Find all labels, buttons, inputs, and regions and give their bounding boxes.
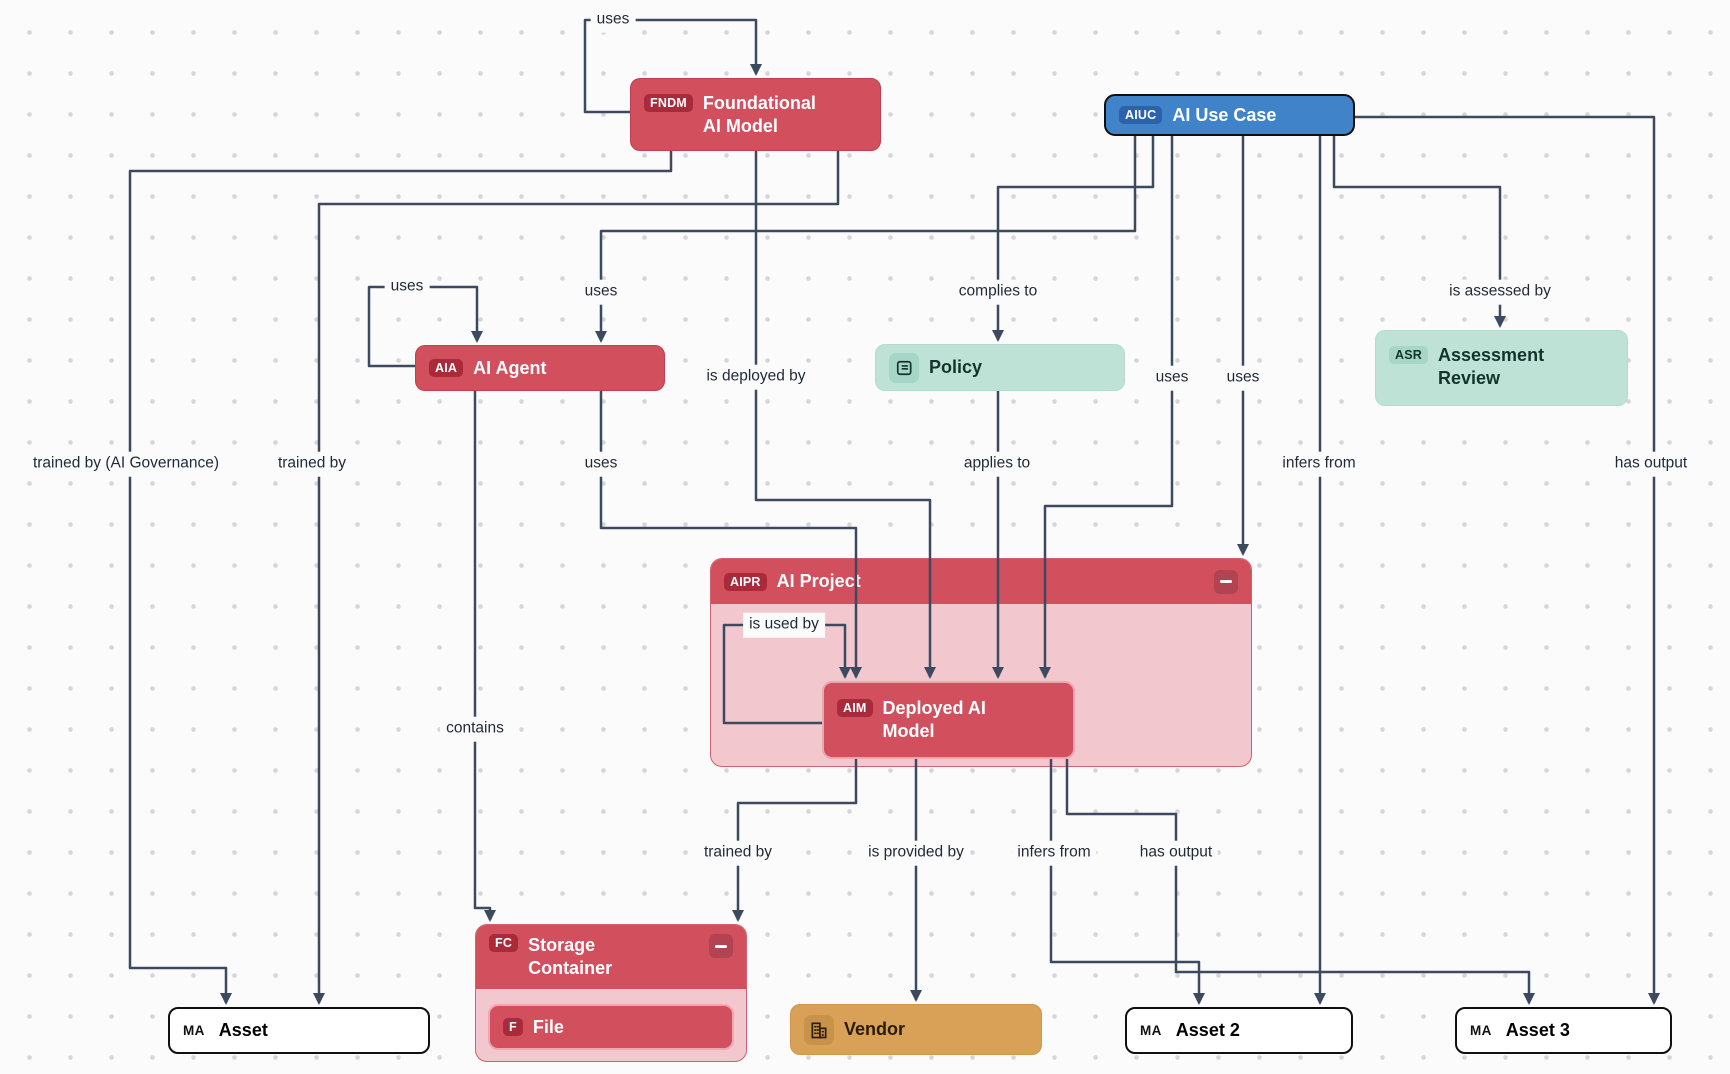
- edge-label-trained-by-governance: trained by (AI Governance): [26, 451, 226, 477]
- node-storage-container-header[interactable]: FC Storage Container: [476, 925, 746, 989]
- node-foundational-ai-model-badge: FNDM: [644, 94, 693, 112]
- edge-fndm-trained-by-gov[interactable]: [128, 151, 673, 1005]
- node-policy[interactable]: Policy: [875, 344, 1125, 391]
- edge-aiuc-uses-ai-agent[interactable]: [595, 136, 1137, 343]
- edge-label-applies-to: applies to: [957, 451, 1037, 477]
- node-asset-badge: MA: [183, 1023, 205, 1038]
- edge-label-trained-by-fndm: trained by: [271, 451, 353, 477]
- node-deployed-ai-model[interactable]: AIM Deployed AI Model: [822, 681, 1075, 759]
- node-ai-use-case[interactable]: AIUC AI Use Case: [1104, 94, 1355, 136]
- node-foundational-ai-model[interactable]: FNDM Foundational AI Model: [630, 78, 881, 151]
- edge-label-ai-agent-uses-self: uses: [384, 274, 430, 300]
- edge-label-ai-agent-uses-deployed: uses: [578, 451, 624, 477]
- node-file-title: File: [532, 1016, 564, 1037]
- node-assessment-review-badge: ASR: [1389, 346, 1428, 364]
- edge-label-aiuc-uses-ai-project: uses: [1220, 365, 1266, 391]
- edge-aiuc-is-assessed-by[interactable]: [1332, 136, 1506, 328]
- building-icon: [804, 1014, 834, 1045]
- edge-fndm-is-deployed-by[interactable]: [754, 151, 936, 679]
- collapse-icon[interactable]: [709, 934, 733, 958]
- edge-ai-agent-uses-self[interactable]: [367, 285, 483, 368]
- node-ai-use-case-badge: AIUC: [1119, 106, 1163, 124]
- edge-label-is-assessed-by: is assessed by: [1443, 279, 1557, 305]
- node-storage-container-badge: FC: [489, 934, 519, 952]
- node-vendor[interactable]: Vendor: [790, 1004, 1042, 1055]
- node-deployed-ai-model-badge: AIM: [837, 699, 873, 717]
- node-ai-project-badge: AIPR: [724, 572, 767, 591]
- node-storage-container-title: Storage Container: [528, 935, 613, 978]
- collapse-icon[interactable]: [1214, 569, 1238, 594]
- node-file-badge: F: [503, 1018, 523, 1036]
- minus-icon: [715, 944, 727, 948]
- edge-fndm-trained-by[interactable]: [313, 151, 840, 1005]
- node-ai-agent-title: AI Agent: [473, 357, 547, 378]
- edge-label-contains: contains: [440, 716, 510, 742]
- edge-aim-has-output[interactable]: [1065, 759, 1535, 1005]
- edge-aim-is-used-by-self[interactable]: [722, 623, 851, 725]
- node-policy-title: Policy: [929, 357, 983, 378]
- node-asset-3-title: Asset 3: [1505, 1020, 1570, 1041]
- node-ai-project-title: AI Project: [776, 571, 861, 592]
- edge-ai-agent-contains[interactable]: [473, 391, 496, 922]
- edge-label-aim-trained-by: trained by: [697, 840, 779, 866]
- edge-label-complies-to: complies to: [952, 279, 1044, 305]
- edge-label-aim-has-output: has output: [1133, 840, 1219, 866]
- edge-label-aim-infers-from: infers from: [1011, 840, 1097, 866]
- minus-icon: [1220, 580, 1232, 583]
- node-deployed-ai-model-title: Deployed AI Model: [882, 698, 986, 741]
- node-asset-3[interactable]: MA Asset 3: [1455, 1007, 1672, 1054]
- scroll-icon: [889, 352, 919, 383]
- edge-aim-trained-by[interactable]: [732, 759, 858, 922]
- edge-label-aiuc-uses-ai-agent: uses: [578, 279, 624, 305]
- edge-label-is-provided-by: is provided by: [862, 840, 970, 866]
- node-asset-2-title: Asset 2: [1175, 1020, 1240, 1041]
- node-assessment-review-title: Assessment Review: [1438, 345, 1545, 388]
- node-asset-3-badge: MA: [1470, 1023, 1492, 1038]
- edge-label-aiuc-infers-from: infers from: [1276, 451, 1362, 477]
- node-ai-use-case-title: AI Use Case: [1172, 104, 1277, 125]
- node-foundational-ai-model-title: Foundational AI Model: [702, 93, 816, 136]
- edge-fndm-uses-self[interactable]: [583, 18, 762, 114]
- edge-label-aiuc-uses-deployed: uses: [1149, 365, 1195, 391]
- edge-label-aiuc-has-output: has output: [1608, 451, 1694, 477]
- node-ai-agent[interactable]: AIA AI Agent: [415, 345, 665, 391]
- edge-aiuc-complies-to[interactable]: [992, 136, 1155, 342]
- node-file[interactable]: F File: [488, 1004, 734, 1050]
- node-ai-agent-badge: AIA: [429, 359, 464, 377]
- node-asset-2-badge: MA: [1140, 1023, 1162, 1038]
- edge-aiuc-has-output[interactable]: [1355, 115, 1660, 1005]
- node-assessment-review[interactable]: ASR Assessment Review: [1375, 330, 1628, 406]
- node-vendor-title: Vendor: [844, 1019, 906, 1040]
- node-ai-project-header[interactable]: AIPR AI Project: [711, 559, 1251, 604]
- edge-aiuc-uses-deployed[interactable]: [1039, 136, 1174, 679]
- edge-label-is-deployed-by: is deployed by: [700, 364, 812, 390]
- node-asset-title: Asset: [218, 1020, 268, 1041]
- edge-label-fndm-uses-self: uses: [590, 7, 636, 33]
- node-asset[interactable]: MA Asset: [168, 1007, 430, 1054]
- node-asset-2[interactable]: MA Asset 2: [1125, 1007, 1353, 1054]
- edge-label-is-used-by: is used by: [743, 612, 825, 638]
